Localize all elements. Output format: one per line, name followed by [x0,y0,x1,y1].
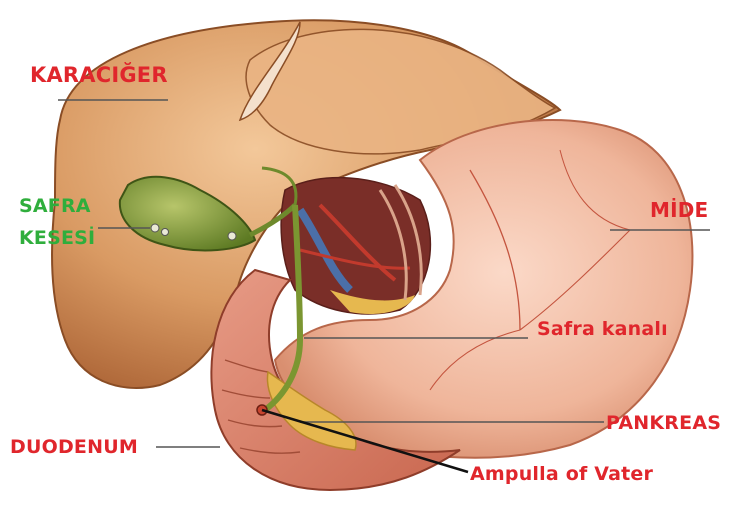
label-pankreas: PANKREAS [606,412,721,434]
gallstone [162,229,169,236]
label-duodenum: DUODENUM [10,436,138,458]
label-karaciger: KARACIĞER [30,63,168,87]
gallstone [228,232,236,240]
label-safra-kanali: Safra kanalı [537,318,668,340]
omental-opening [281,178,430,314]
label-safra-kesesi-line1: SAFRA [19,195,91,217]
label-mide: MİDE [650,198,708,222]
label-safra-kesesi-line2: KESESİ [19,227,95,249]
gallstone [151,224,159,232]
label-ampulla: Ampulla of Vater [470,463,653,485]
